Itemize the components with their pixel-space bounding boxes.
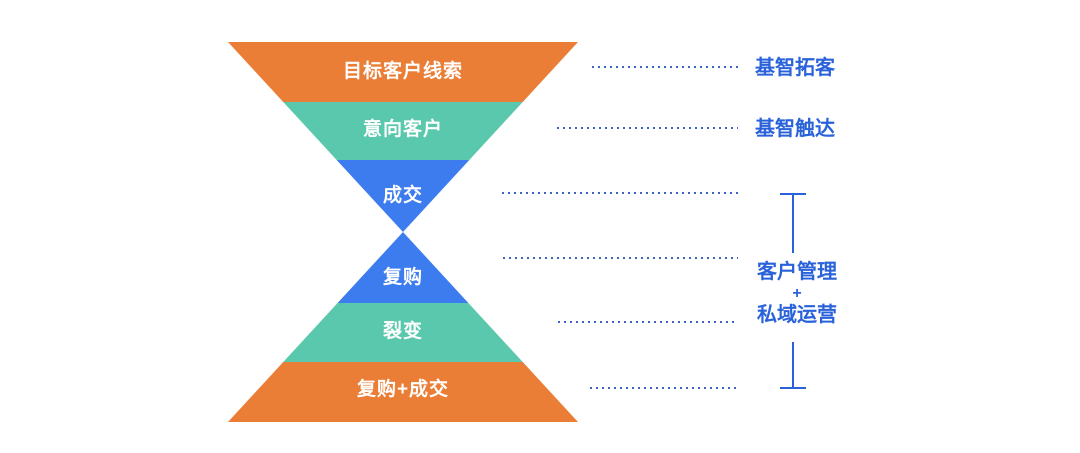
dotted-connector-intent-customers xyxy=(557,127,738,129)
funnel-band-repurchase-deal xyxy=(228,362,578,422)
annotation-label-jizhi-chuda: 基智触达 xyxy=(755,118,835,140)
bracket-top-stem xyxy=(792,193,794,253)
dotted-connector-repurchase xyxy=(503,257,738,259)
bracket-label-group: 客户管理 + 私域运营 xyxy=(748,261,846,327)
dotted-connector-fission xyxy=(558,321,738,323)
segment-label-fission: 裂变 xyxy=(382,321,423,342)
hourglass-funnel: 目标客户线索 意向客户 成交 复购 裂变 复购+成交 xyxy=(228,42,578,422)
segment-label-deal: 成交 xyxy=(382,185,423,206)
dotted-connector-target-leads xyxy=(592,66,738,68)
segment-label-repurchase-deal: 复购+成交 xyxy=(356,379,450,400)
bracket-bottom-cap xyxy=(780,387,806,389)
bracket-label-line3: 私域运营 xyxy=(757,304,837,326)
annotation-label-jizhi-tuoke: 基智拓客 xyxy=(755,57,835,79)
bracket-label-plus: + xyxy=(792,285,802,302)
dotted-connector-repurchase-deal xyxy=(590,387,738,389)
funnel-band-target-leads xyxy=(228,42,578,102)
segment-label-target-leads: 目标客户线索 xyxy=(342,61,463,82)
segment-label-repurchase: 复购 xyxy=(382,267,423,288)
dotted-connector-deal xyxy=(502,192,738,194)
bracket-bottom-stem xyxy=(792,342,794,388)
segment-label-intent-customers: 意向客户 xyxy=(362,119,443,140)
bracket-label-line1: 客户管理 xyxy=(757,261,837,283)
